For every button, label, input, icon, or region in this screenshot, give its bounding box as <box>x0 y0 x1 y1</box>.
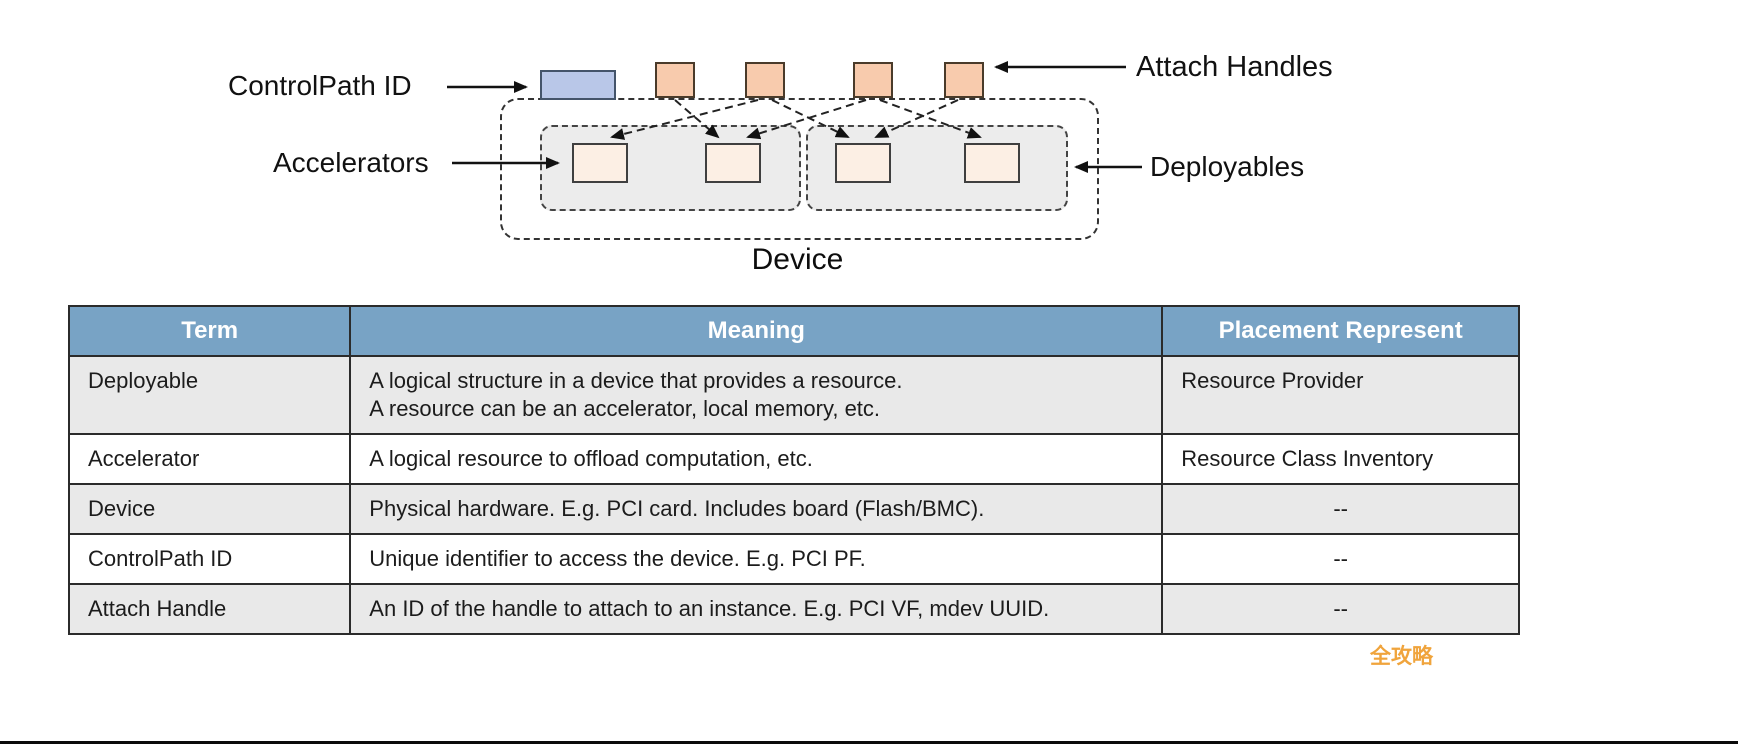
watermark-text: 全攻略 <box>1370 645 1433 668</box>
device-label: Device <box>751 243 844 276</box>
term-cell: Accelerator <box>67 433 352 485</box>
table-header-row: Term Meaning Placement Represent <box>67 305 1520 357</box>
accelerator-box <box>705 143 761 183</box>
table-row: Accelerator A logical resource to offloa… <box>67 433 1520 485</box>
controlpath-id-box <box>540 70 616 100</box>
column-header-meaning: Meaning <box>349 305 1164 357</box>
accelerator-box <box>835 143 891 183</box>
placement-cell: -- <box>1161 483 1520 535</box>
attach-handle-box <box>944 62 984 98</box>
table-row: ControlPath ID Unique identifier to acce… <box>67 533 1520 585</box>
meaning-cell: A logical resource to offload computatio… <box>349 433 1164 485</box>
placement-cell: Resource Class Inventory <box>1161 433 1520 485</box>
term-cell: Deployable <box>67 355 352 435</box>
table-row: Attach Handle An ID of the handle to att… <box>67 583 1520 635</box>
meaning-cell: Physical hardware. E.g. PCI card. Includ… <box>349 483 1164 535</box>
device-outline <box>500 98 1099 240</box>
accelerator-box <box>572 143 628 183</box>
bottom-border <box>0 741 1738 744</box>
table-row: Device Physical hardware. E.g. PCI card.… <box>67 483 1520 535</box>
accelerator-box <box>964 143 1020 183</box>
meaning-cell: A logical structure in a device that pro… <box>349 355 1164 435</box>
placement-cell: -- <box>1161 533 1520 585</box>
placement-cell: Resource Provider <box>1161 355 1520 435</box>
term-cell: Device <box>67 483 352 535</box>
meaning-cell: An ID of the handle to attach to an inst… <box>349 583 1164 635</box>
attach-handles-label: Attach Handles <box>1136 51 1333 83</box>
deployables-label: Deployables <box>1150 151 1305 182</box>
terminology-table: Term Meaning Placement Represent Deploya… <box>67 305 1520 635</box>
attach-handle-box <box>853 62 893 98</box>
column-header-placement: Placement Represent <box>1161 305 1520 357</box>
attach-handle-box <box>655 62 695 98</box>
accelerators-label: Accelerators <box>273 147 429 178</box>
placement-cell: -- <box>1161 583 1520 635</box>
term-cell: Attach Handle <box>67 583 352 635</box>
attach-handle-box <box>745 62 785 98</box>
table-row: Deployable A logical structure in a devi… <box>67 355 1520 435</box>
term-cell: ControlPath ID <box>67 533 352 585</box>
controlpath-id-label: ControlPath ID <box>228 70 412 101</box>
column-header-term: Term <box>67 305 352 357</box>
meaning-cell: Unique identifier to access the device. … <box>349 533 1164 585</box>
